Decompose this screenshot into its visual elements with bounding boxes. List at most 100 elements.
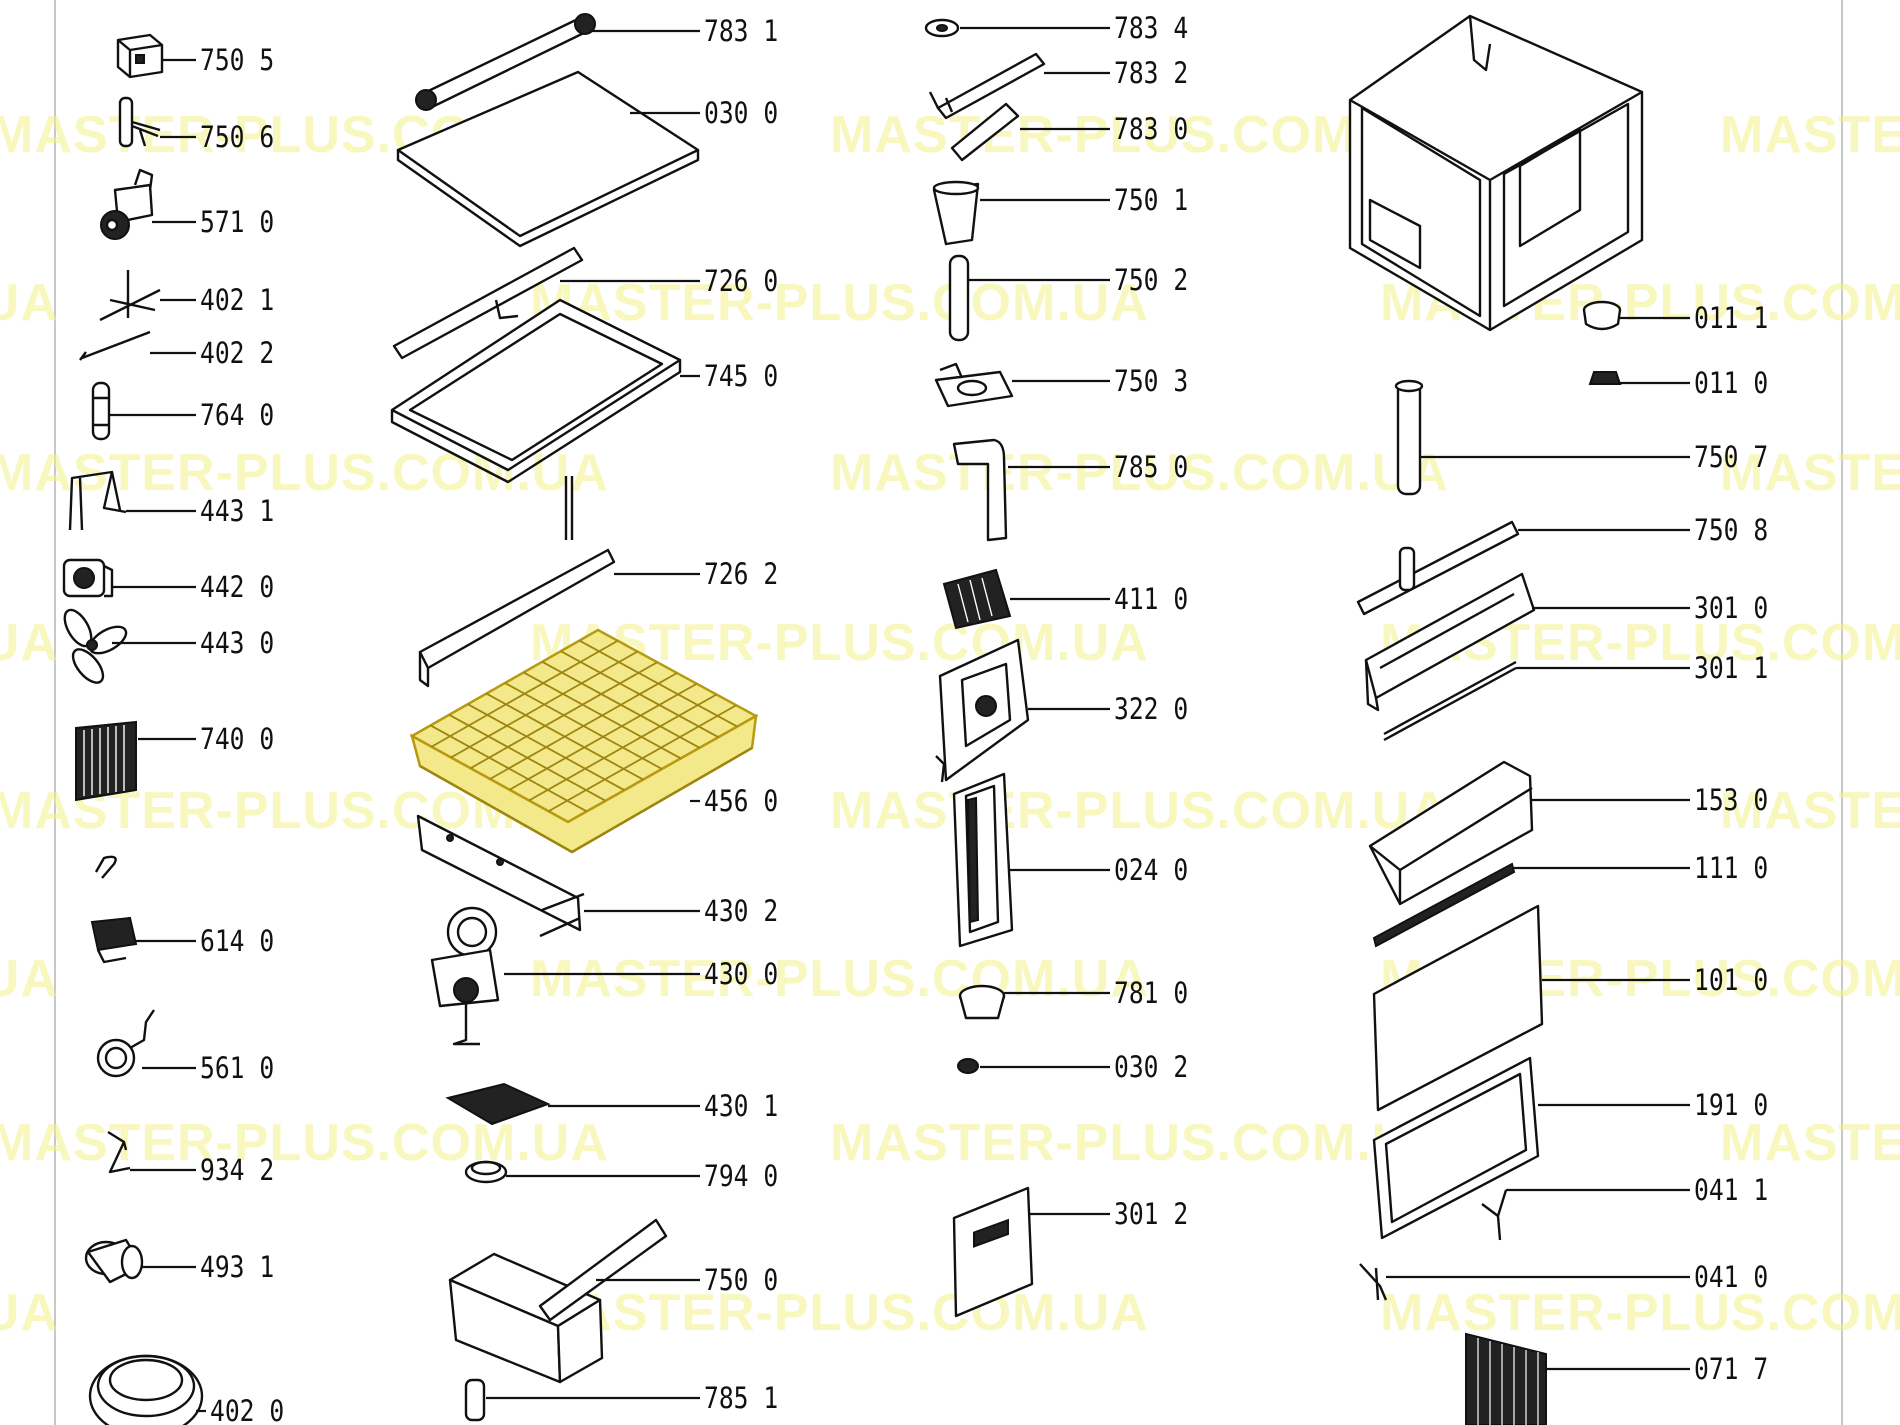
hinge-upper-icon: [1481, 1189, 1508, 1241]
gear-motor-icon: [430, 906, 500, 1046]
part-number-label: 443 1: [200, 495, 274, 528]
part-number-label: 794 0: [704, 1160, 778, 1193]
part-number-label: 750 6: [200, 121, 274, 154]
part-number-label: 191 0: [1694, 1089, 1768, 1122]
nut-icon: [957, 1058, 979, 1074]
grille-icon: [1465, 1332, 1547, 1425]
watermark-text: MASTER-PLUS.COM.UA: [830, 1114, 1449, 1172]
part-number-label: 726 2: [704, 558, 778, 591]
ring-icon: [464, 1160, 508, 1184]
part-number-label: 301 2: [1114, 1198, 1188, 1231]
tray-grid-line: [431, 639, 619, 748]
part-number-label: 411 0: [1114, 583, 1188, 616]
tray-grid-line: [470, 661, 658, 770]
part-number-label: 750 0: [704, 1264, 778, 1297]
part-number-label: 785 0: [1114, 451, 1188, 484]
funnel-icon: [932, 180, 980, 246]
watermark-text: MASTER-PLUS.COM.UA: [1720, 1114, 1900, 1172]
spray-arm-icon: [1356, 520, 1520, 616]
mount-plate-icon: [416, 814, 585, 938]
elbow-pipe-icon: [952, 438, 1008, 542]
cross-fitting-icon: [99, 270, 161, 322]
part-number-label: 561 0: [200, 1052, 274, 1085]
watermark-text: MASTER-PLUS.COM.UA: [530, 950, 1149, 1008]
panel-icon: [396, 70, 700, 248]
tray-grid-line: [528, 693, 717, 802]
tray-frame-icon: [390, 298, 682, 540]
condenser-icon: [75, 720, 137, 802]
hose-icon: [928, 52, 1046, 120]
part-number-label: 726 0: [704, 265, 778, 298]
small-block-icon: [116, 33, 164, 79]
part-number-label: 764 0: [200, 399, 274, 432]
part-number-label: 322 0: [1114, 693, 1188, 726]
door-gasket-icon: [1372, 1056, 1540, 1240]
connector-icon: [90, 916, 138, 964]
short-pipe-icon: [464, 1378, 486, 1422]
part-number-label: 781 0: [1114, 977, 1188, 1010]
strip-icon: [1383, 660, 1517, 742]
part-number-label: 111 0: [1694, 852, 1768, 885]
part-number-label: 071 7: [1694, 1353, 1768, 1386]
knob-icon: [958, 984, 1006, 1020]
part-number-label: 750 1: [1114, 184, 1188, 217]
watermark-text: MASTER-PLUS.COM.UA: [0, 950, 59, 1008]
part-number-label: 301 0: [1694, 592, 1768, 625]
pin-icon: [91, 381, 111, 441]
foot-icon: [1582, 300, 1622, 331]
part-number-label: 430 2: [704, 895, 778, 928]
part-number-label: 430 0: [704, 958, 778, 991]
part-number-label: 402 1: [200, 284, 274, 317]
part-number-label: 934 2: [200, 1154, 274, 1187]
part-number-label: 783 0: [1114, 113, 1188, 146]
part-number-label: 740 0: [200, 723, 274, 756]
part-number-label: 750 3: [1114, 365, 1188, 398]
part-number-label: 301 1: [1694, 652, 1768, 685]
part-number-label: 402 0: [210, 1395, 284, 1425]
part-number-label: 745 0: [704, 360, 778, 393]
part-number-label: 402 2: [200, 337, 274, 370]
part-number-label: 041 0: [1694, 1261, 1768, 1294]
hinge-lower-icon: [1359, 1263, 1388, 1301]
ice-tray-icon: [409, 628, 759, 854]
pipe-icon: [950, 102, 1020, 162]
part-number-label: 011 1: [1694, 302, 1768, 335]
watermark-text: MASTER-PLUS.COM.UA: [0, 274, 59, 332]
watermark-text: MASTER-PLUS.COM.UA: [1380, 1284, 1900, 1342]
part-number-label: 030 2: [1114, 1051, 1188, 1084]
wire-clip-icon: [79, 330, 151, 361]
tee-fitting-icon: [118, 96, 161, 148]
part-number-label: 030 0: [704, 97, 778, 130]
solenoid-icon: [942, 568, 1012, 630]
part-number-label: 783 2: [1114, 57, 1188, 90]
bracket-icon: [68, 470, 127, 531]
clip-icon: [107, 1130, 131, 1174]
part-number-label: 443 0: [200, 627, 274, 660]
tray-grid-line: [548, 704, 737, 813]
part-number-label: 153 0: [1694, 784, 1768, 817]
part-number-label: 430 1: [704, 1090, 778, 1123]
part-number-label: 750 2: [1114, 264, 1188, 297]
tray-grid-line: [509, 682, 698, 791]
watermark-text: MASTER-PLUS.COM.UA: [0, 1114, 609, 1172]
handle-icon: [1368, 760, 1534, 906]
watermark-text: MASTER-PLUS.COM.UA: [1720, 444, 1900, 502]
small-foot-icon: [1588, 371, 1622, 385]
flange-icon: [934, 362, 1014, 408]
control-panel-icon: [952, 1186, 1034, 1318]
straight-tube-icon: [948, 254, 970, 342]
sensor-icon: [96, 1009, 155, 1078]
housing-icon: [935, 638, 1030, 783]
watermark-text: MASTER-PLUS.COM.UA: [830, 106, 1449, 164]
part-number-label: 614 0: [200, 925, 274, 958]
part-number-label: 783 1: [704, 15, 778, 48]
watermark-text: MASTER-PLUS.COM.UA: [0, 614, 59, 672]
rod-icon: [392, 246, 584, 360]
motor-cover-icon: [88, 1354, 204, 1425]
tray-grid-line: [489, 672, 678, 780]
part-number-label: 493 1: [200, 1251, 274, 1284]
watermark-text: MASTER-PLUS.COM.UA: [1720, 782, 1900, 840]
watermark-text: MASTER-PLUS.COM.UA: [530, 1284, 1149, 1342]
